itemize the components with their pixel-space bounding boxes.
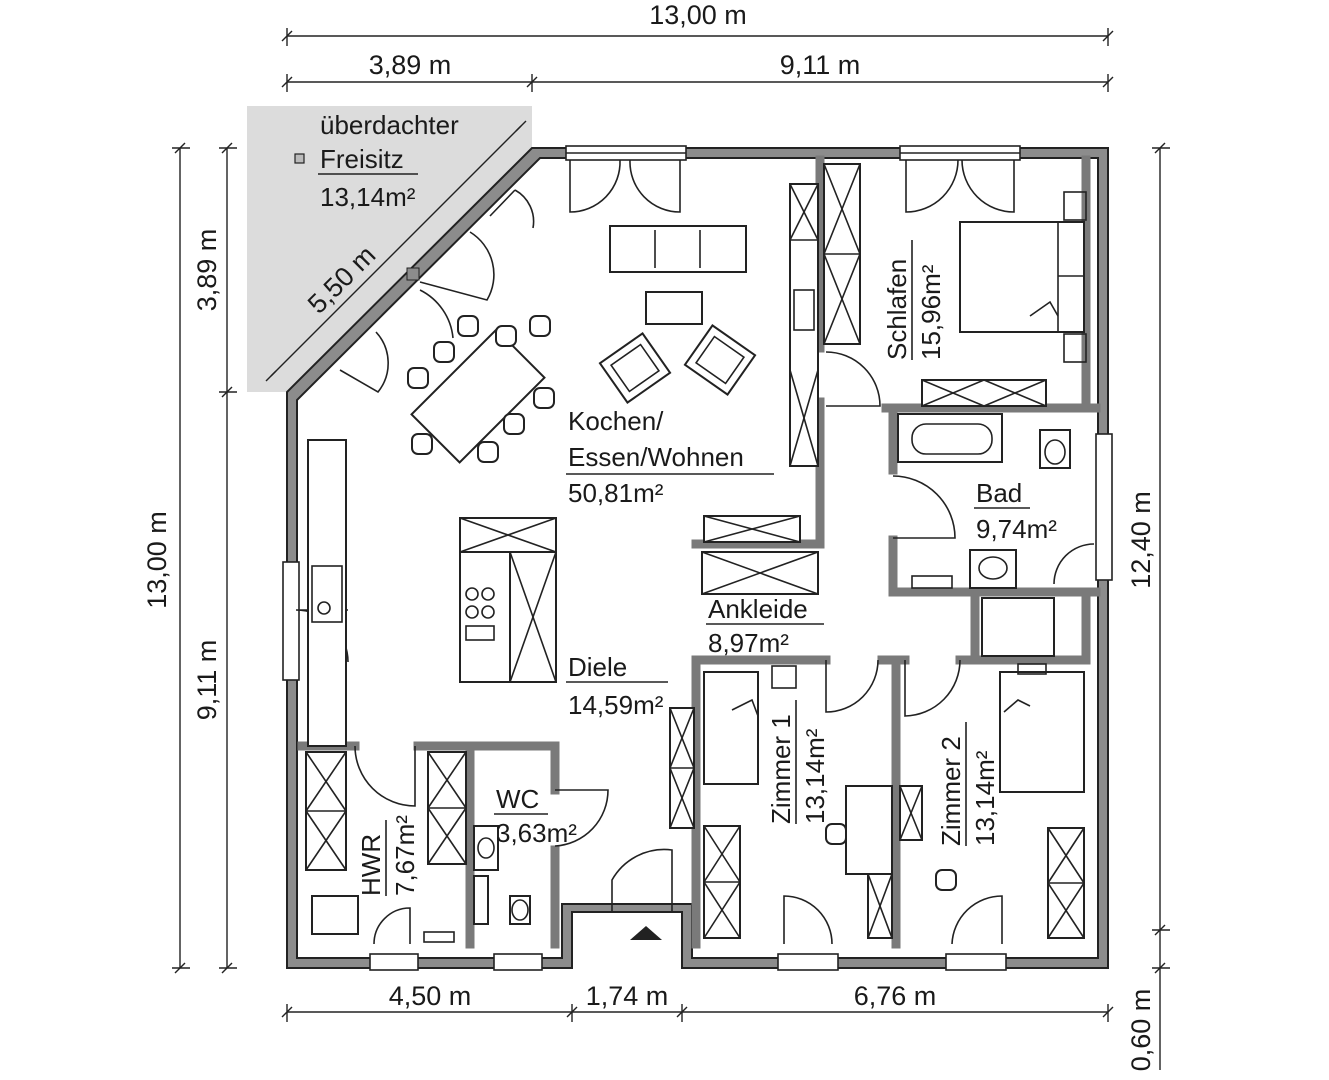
freisitz-line2: Freisitz — [320, 144, 404, 174]
zimmer2-name: Zimmer 2 — [936, 736, 966, 846]
doors — [295, 159, 1095, 945]
label-zimmer2: Zimmer 2 13,14m² — [936, 722, 1000, 846]
wc-name: WC — [496, 784, 539, 814]
kitchen-island — [459, 517, 557, 683]
label-schlafen: Schlafen 15,96m² — [882, 240, 946, 360]
label-bad: Bad 9,74m² — [974, 478, 1057, 544]
ankleide-name: Ankleide — [708, 594, 808, 624]
terrace-doors — [339, 189, 535, 394]
diele-area: 14,59m² — [568, 690, 664, 720]
schlafen-area: 15,96m² — [916, 264, 946, 360]
dim-top-left-label: 3,89 m — [369, 50, 452, 80]
dim-top-right-label: 9,11 m — [780, 50, 861, 80]
hwr-name: HWR — [356, 834, 386, 896]
wc-area: 3,63m² — [496, 818, 577, 848]
windows — [282, 145, 1113, 971]
dim-bottom-left-label: 4,50 m — [389, 981, 472, 1011]
schlafen-furniture — [823, 163, 1087, 407]
freisitz-area: 13,14m² — [320, 182, 416, 212]
label-wc: WC 3,63m² — [494, 784, 577, 848]
dim-right-offset-label: 0,60 m — [1126, 989, 1156, 1072]
schlafen-name: Schlafen — [882, 259, 912, 360]
hwr-area: 7,67m² — [390, 815, 420, 896]
dimension-top-split: 3,89 m 9,11 m — [281, 50, 1114, 92]
bad-furniture — [897, 413, 1071, 657]
bad-name: Bad — [976, 478, 1022, 508]
diagonal-dimension-line — [270, 125, 522, 377]
dimension-left-split: 3,89 m 9,11 m — [192, 142, 237, 974]
dim-left-top-label: 3,89 m — [192, 229, 222, 312]
zimmer2-area: 13,14m² — [970, 750, 1000, 846]
dimension-left-total: 13,00 m — [142, 142, 190, 974]
dimension-bottom: 4,50 m 1,74 m 6,76 m — [281, 981, 1114, 1022]
label-freisitz: überdachter Freisitz 13,14m² — [318, 110, 459, 212]
kochen-line2: Essen/Wohnen — [568, 442, 744, 472]
diele-cabinet — [669, 707, 695, 829]
label-kochen: Kochen/ Essen/Wohnen 50,81m² — [566, 406, 774, 508]
kochen-line1: Kochen/ — [568, 406, 664, 436]
hwr-furniture — [305, 751, 467, 943]
column-marker — [294, 153, 305, 164]
diele-name: Diele — [568, 652, 627, 682]
living-furniture — [407, 225, 757, 464]
dim-bottom-right-label: 6,76 m — [854, 981, 937, 1011]
dim-left-total-label: 13,00 m — [142, 511, 172, 609]
kitchen-counter — [307, 439, 347, 747]
label-hwr: HWR 7,67m² — [356, 815, 420, 896]
dimension-top-total: 13,00 m — [281, 0, 1114, 46]
ankleide-wardrobe — [701, 515, 819, 595]
zimmer1-area: 13,14m² — [800, 728, 830, 824]
dimension-right: 12,40 m 0,60 m — [1126, 142, 1170, 1072]
dim-top-total-label: 13,00 m — [649, 0, 747, 30]
label-zimmer1: Zimmer 1 13,14m² — [766, 700, 830, 824]
bad-area: 9,74m² — [976, 514, 1057, 544]
wardrobe-living — [789, 183, 819, 467]
zimmer1-furniture — [703, 665, 893, 939]
dim-right-total-label: 12,40 m — [1126, 491, 1156, 589]
dim-bottom-mid-label: 1,74 m — [586, 981, 669, 1011]
terrace-area — [247, 106, 532, 392]
ankleide-area: 8,97m² — [708, 628, 789, 658]
dim-left-bottom-label: 9,11 m — [192, 640, 222, 721]
label-ankleide: Ankleide 8,97m² — [706, 594, 824, 658]
zimmer2-furniture — [899, 663, 1085, 939]
kochen-area: 50,81m² — [568, 478, 664, 508]
wc-furniture — [473, 825, 531, 925]
freisitz-line1: überdachter — [320, 110, 459, 140]
label-diele: Diele 14,59m² — [566, 652, 668, 720]
zimmer1-name: Zimmer 1 — [766, 714, 796, 824]
entrance-arrow-icon — [630, 926, 662, 940]
